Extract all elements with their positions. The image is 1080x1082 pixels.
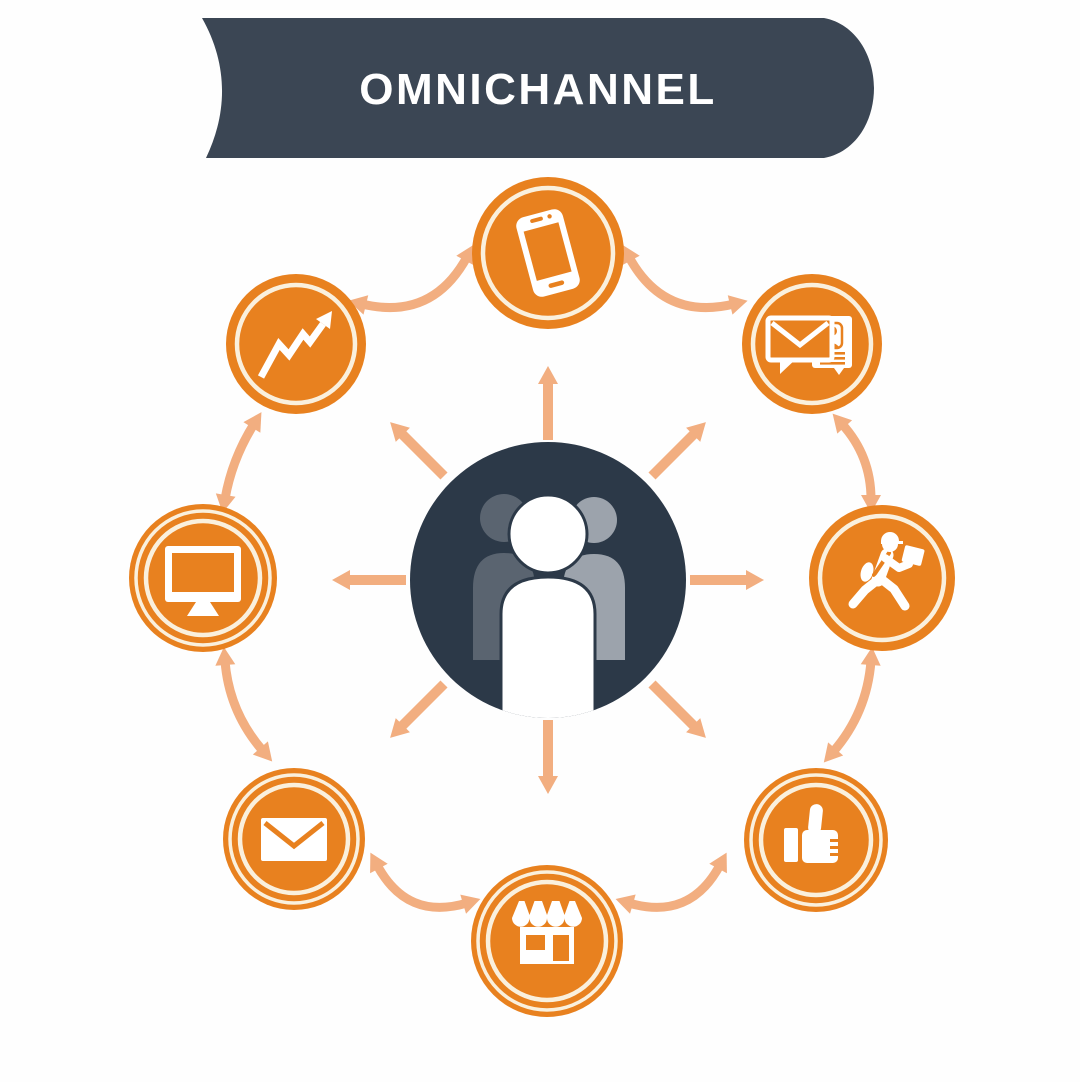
page-title: OMNICHANNEL xyxy=(359,65,716,114)
thumbs-up-icon xyxy=(784,804,839,863)
peer-arrow-envelope-monitor xyxy=(215,647,273,762)
node-inner-ring xyxy=(758,782,874,898)
monitor-icon xyxy=(165,546,241,616)
storefront-icon xyxy=(512,901,582,964)
node-ring xyxy=(817,513,947,643)
peer-arrows xyxy=(215,244,881,914)
radial-arrow-down-left xyxy=(390,680,448,738)
channel-node-smartphone xyxy=(472,177,624,329)
peer-arrow-phone-mail xyxy=(622,244,748,315)
channel-node-mail-contact xyxy=(742,274,882,414)
node-ring xyxy=(480,185,616,321)
peer-arrow-chart-phone xyxy=(348,244,474,315)
customers-group-icon xyxy=(473,493,625,718)
peer-arrow-thumbs-store xyxy=(615,852,727,914)
title-banner: OMNICHANNEL xyxy=(202,18,874,158)
radial-arrow-up-right xyxy=(648,422,706,480)
channel-node-analytics xyxy=(226,274,366,414)
trend-chart-icon xyxy=(257,311,332,379)
peer-arrow-runner-thumbs xyxy=(823,647,881,763)
node-inner-ring xyxy=(143,518,263,638)
node-inner-ring xyxy=(237,782,351,896)
node-ring xyxy=(228,773,360,905)
envelope-icon xyxy=(261,818,327,861)
peer-arrow-store-envelope xyxy=(370,852,481,914)
peer-arrow-mail-runner xyxy=(832,413,881,513)
node-ring xyxy=(234,282,358,406)
node-ring xyxy=(750,282,874,406)
smartphone-icon xyxy=(516,209,580,297)
node-ring xyxy=(476,870,618,1012)
channel-node-web xyxy=(129,504,277,652)
hub-customers xyxy=(410,442,686,718)
channel-node-store xyxy=(471,865,623,1017)
node-inner-ring xyxy=(485,879,609,1003)
channel-node-email xyxy=(223,768,365,910)
node-ring xyxy=(134,509,272,647)
mail-contact-icon xyxy=(765,315,852,375)
channel-node-social-like xyxy=(744,768,888,912)
channel-node-courier xyxy=(809,505,955,651)
radial-arrow-up-left xyxy=(390,422,448,480)
radial-arrow-down-right xyxy=(648,680,706,738)
banner-ribbon-shape xyxy=(202,18,874,158)
peer-arrow-monitor-chart xyxy=(215,412,262,513)
node-ring xyxy=(749,773,883,907)
radial-arrows xyxy=(332,366,764,794)
courier-runner-icon xyxy=(848,532,925,611)
